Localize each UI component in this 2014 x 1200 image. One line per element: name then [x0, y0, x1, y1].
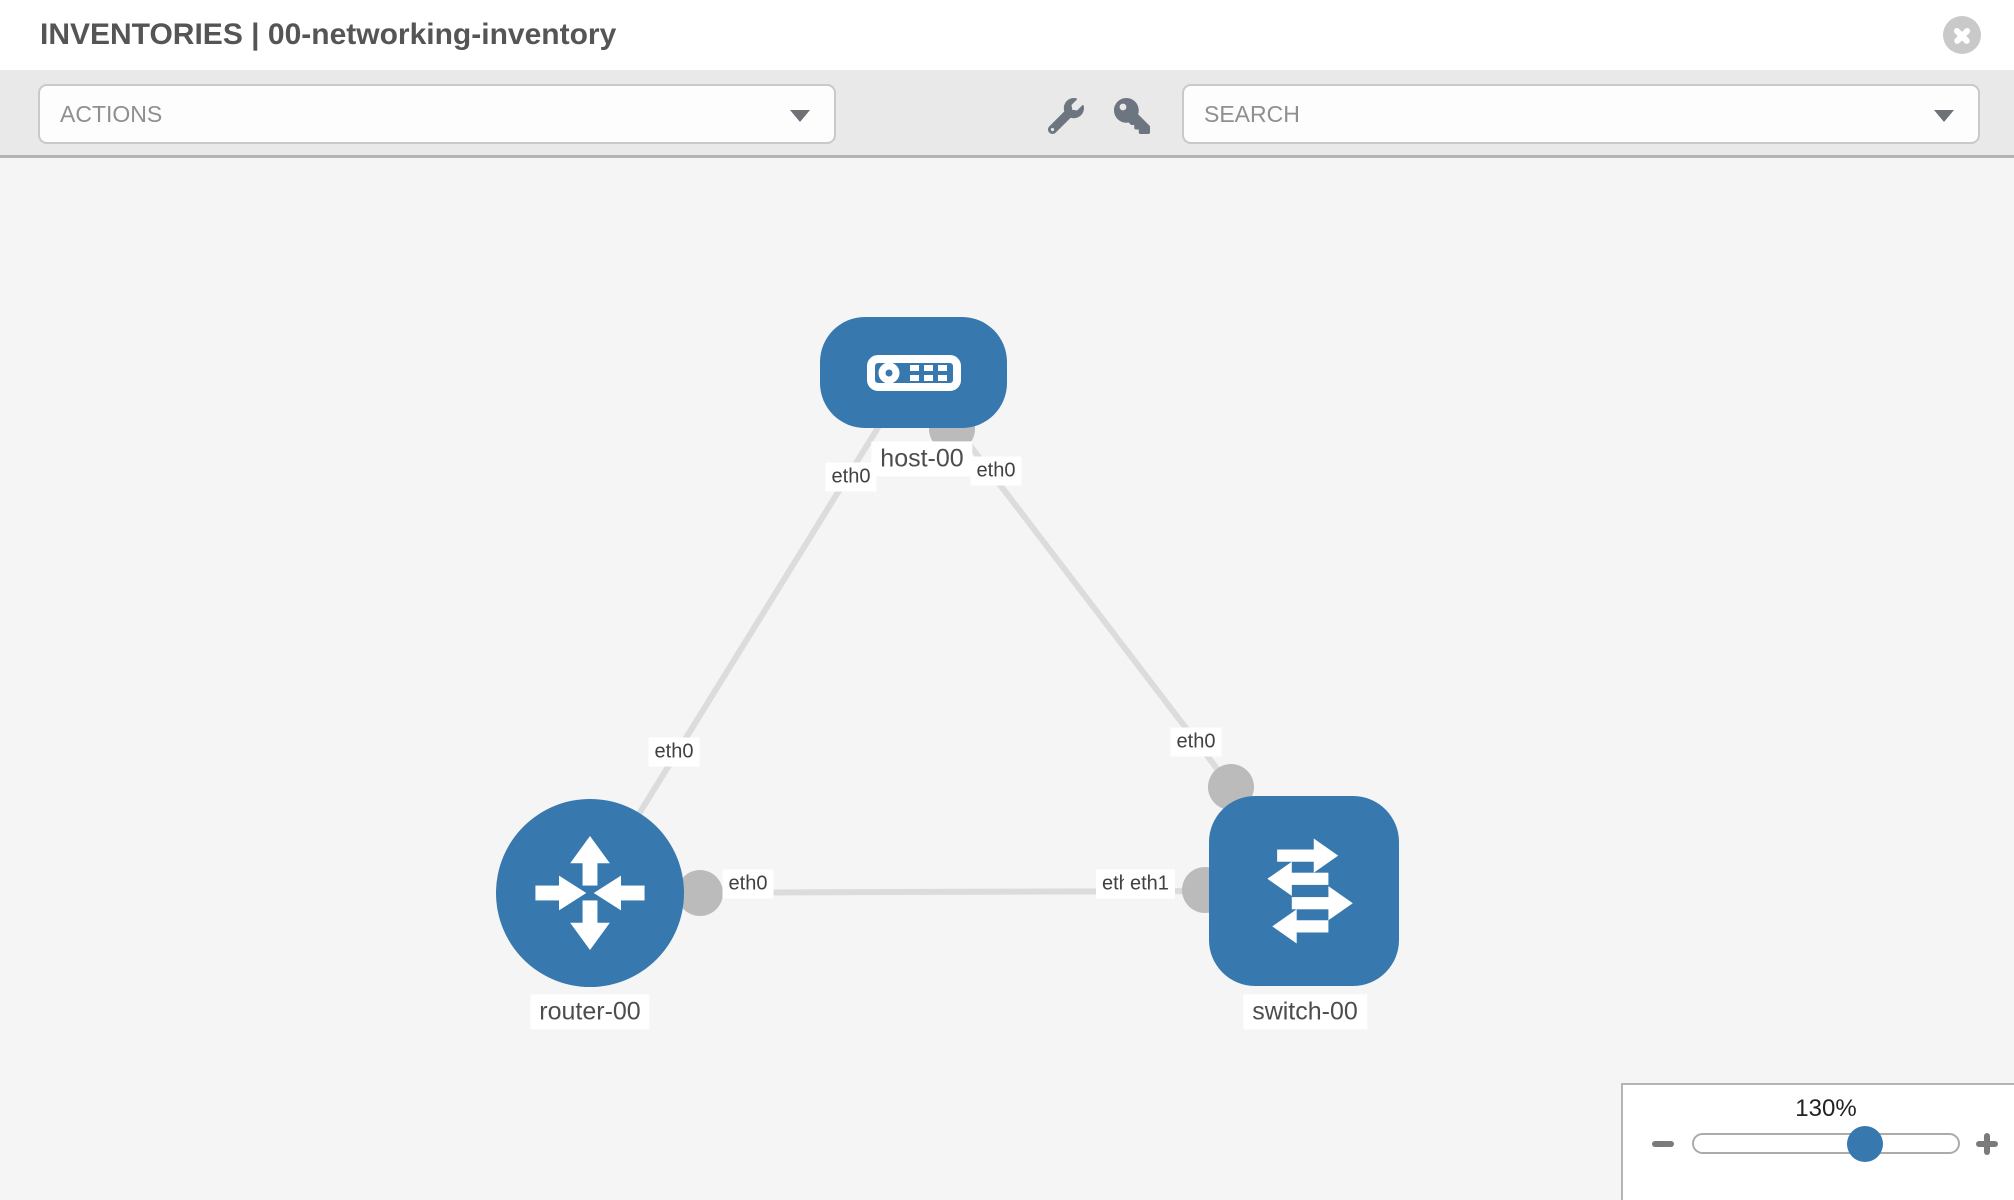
- switch-icon: [1243, 830, 1365, 952]
- node-host-00[interactable]: [820, 317, 1007, 428]
- close-button[interactable]: [1943, 16, 1981, 54]
- node-switch-00[interactable]: [1209, 796, 1399, 986]
- topology-canvas[interactable]: host-00 eth0 eth0 eth0 eth0 eth0 eth0 et…: [0, 158, 2014, 1200]
- node-label-host: host-00: [871, 441, 973, 477]
- page-title: INVENTORIES | 00-networking-inventory: [40, 18, 617, 51]
- interface-label-eth0: eth0: [722, 869, 774, 899]
- link-host-router[interactable]: [587, 369, 916, 895]
- zoom-slider[interactable]: [1692, 1125, 1960, 1162]
- toolbar: ACTIONS SEARCH: [0, 70, 2014, 158]
- page-header: INVENTORIES | 00-networking-inventory: [0, 0, 2014, 70]
- interface-dot-router: [677, 870, 723, 916]
- chevron-down-icon: [1934, 110, 1954, 122]
- zoom-control-panel: 130%: [1621, 1083, 2014, 1200]
- key-icon[interactable]: [1114, 98, 1150, 134]
- wrench-icon[interactable]: [1048, 98, 1084, 134]
- node-label-switch: switch-00: [1243, 994, 1367, 1030]
- search-input[interactable]: SEARCH: [1182, 84, 1980, 144]
- close-icon: [1943, 16, 1981, 54]
- interface-label-eth0: eth0: [648, 737, 700, 767]
- node-label-router: router-00: [530, 994, 650, 1030]
- node-router-00[interactable]: [496, 799, 684, 987]
- zoom-slider-thumb[interactable]: [1846, 1125, 1883, 1162]
- zoom-in-button[interactable]: [1974, 1131, 2000, 1157]
- server-icon: [866, 354, 962, 392]
- interface-label-eth0: eth0: [970, 456, 1022, 486]
- actions-dropdown-label: ACTIONS: [60, 101, 163, 127]
- links-layer: [587, 369, 1254, 916]
- chevron-down-icon: [790, 110, 810, 122]
- interface-label-eth0: eth0: [825, 462, 877, 492]
- search-placeholder: SEARCH: [1204, 101, 1300, 127]
- interface-label-eth0: eth0: [1170, 727, 1222, 757]
- router-icon: [528, 831, 652, 955]
- zoom-level-value: 130%: [1795, 1095, 1857, 1122]
- zoom-out-button[interactable]: [1650, 1131, 1676, 1157]
- actions-dropdown[interactable]: ACTIONS: [38, 84, 836, 144]
- interface-label-eth1: eth1: [1124, 869, 1175, 899]
